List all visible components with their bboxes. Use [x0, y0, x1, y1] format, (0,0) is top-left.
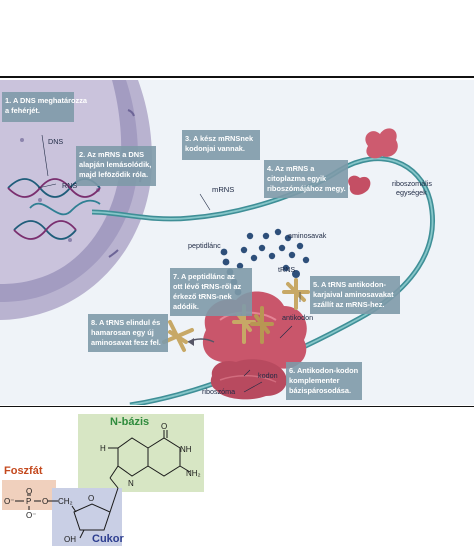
- label-dns: DNS: [48, 137, 63, 146]
- label-kodon: kodon: [258, 371, 278, 380]
- label-peptidlanc: peptidlánc: [188, 241, 221, 250]
- label-aminosavak: aminosavak: [288, 231, 327, 240]
- step-3-line-2: kodonjai vannak.: [185, 144, 245, 153]
- nucleus: [0, 80, 152, 320]
- step-4-line-2: citoplazma egyik: [267, 174, 327, 183]
- divider-bottom: [0, 406, 474, 407]
- nucleotide-structure: N-bázis Foszfát Cukor O H NH NH₂ N O O⁻: [0, 408, 474, 547]
- phosphate-bonds: [15, 494, 58, 510]
- blank-header-box: [0, 0, 474, 77]
- label-riboszomalis-2: egységek: [396, 188, 427, 197]
- label-trns: tRNS: [278, 265, 295, 274]
- atom-carbonyl-o: O: [161, 422, 167, 431]
- step-7-line-2: ott lévő tRNS-ről az: [173, 282, 241, 291]
- step-4-line-1: 4. Az mRNS a: [267, 164, 315, 173]
- step-box-7: 7. A peptidlánc az ott lévő tRNS-ről az …: [170, 268, 252, 316]
- atom-oh: OH: [64, 535, 76, 544]
- translation-diagram: 1. A DNS meghatározza a fehérjét. 2. Az …: [0, 80, 474, 405]
- label-antikodon: antikodon: [282, 313, 313, 322]
- trna-on-ribosome-2: [250, 306, 274, 344]
- trna-incoming: [282, 278, 310, 310]
- step-5-line-1: 5. A tRNS antikodon-: [313, 280, 386, 289]
- base-box: [78, 414, 204, 492]
- leader-lines: [37, 134, 301, 393]
- atom-p: P: [26, 497, 31, 506]
- sugar-box: [52, 488, 122, 546]
- atom-o-top: O: [26, 487, 32, 496]
- step-8-line-1: 8. A tRNS elindul és: [91, 318, 160, 327]
- step-box-8: 8. A tRNS elindul és hamarosan egy új am…: [88, 314, 168, 352]
- step-1-line-1: 1. A DNS meghatározza: [5, 96, 88, 105]
- atom-o-minus: O⁻: [26, 511, 36, 520]
- atom-o-left: O⁻: [4, 497, 14, 506]
- label-riboszomalis-1: riboszomális: [392, 179, 432, 188]
- label-rns: RNS: [62, 181, 77, 190]
- atom-nh: NH: [180, 445, 192, 454]
- step-2-line-2: alapján lemásolódik,: [79, 160, 151, 169]
- atom-nh2: NH₂: [186, 469, 201, 478]
- atom-n: N: [128, 479, 134, 488]
- step-7-line-4: adódik.: [173, 302, 199, 311]
- step-6-line-3: bázispárosodása.: [289, 386, 351, 395]
- step-6-line-1: 6. Antikodon-kodon: [289, 366, 359, 375]
- step-3-line-1: 3. A kész mRNSnek: [185, 134, 254, 143]
- step-box-2: 2. Az mRNS a DNS alapján lemásolódik, ma…: [76, 146, 156, 186]
- phosphate-title: Foszfát: [4, 465, 43, 477]
- label-mrns: mRNS: [212, 185, 234, 194]
- free-ribosome-subunits: [348, 128, 398, 195]
- amino-acid-cloud: [236, 228, 310, 272]
- atom-ch2: CH₂: [58, 497, 73, 506]
- step-1-line-2: a fehérjét.: [5, 106, 40, 115]
- base-title: N-bázis: [110, 416, 149, 428]
- step-5-line-2: karjaival aminosavakat: [313, 290, 394, 299]
- atom-h: H: [100, 444, 106, 453]
- step-box-6: 6. Antikodon-kodon komplementer bázispár…: [286, 362, 362, 400]
- atom-ring-o: O: [88, 494, 94, 503]
- step-box-1: 1. A DNS meghatározza a fehérjét.: [2, 92, 88, 122]
- step-2-line-1: 2. Az mRNS a DNS: [79, 150, 144, 159]
- step-box-3: 3. A kész mRNSnek kodonjai vannak.: [182, 130, 260, 160]
- step-7-line-3: érkező tRNS-nek: [173, 292, 233, 301]
- step-box-5: 5. A tRNS antikodon- karjaival aminosava…: [310, 276, 400, 314]
- label-riboszoma: riboszóma: [202, 387, 235, 396]
- step-8-line-3: aminosavat fesz fel.: [91, 338, 161, 347]
- step-box-4: 4. Az mRNS a citoplazma egyik riboszómáj…: [264, 160, 348, 198]
- step-6-line-2: komplementer: [289, 376, 340, 385]
- divider-top: [0, 77, 474, 78]
- step-5-line-3: szállít az mRNS-hez.: [313, 300, 384, 309]
- step-8-line-2: hamarosan egy új: [91, 328, 154, 337]
- phosphate-box: [2, 480, 56, 510]
- atom-o-link: O: [42, 497, 48, 506]
- amino-acid-on-trna: [292, 270, 300, 278]
- guanine-bonds: [108, 430, 191, 489]
- step-4-line-3: riboszómájához megy.: [267, 184, 346, 193]
- sugar-ring: [71, 487, 119, 539]
- step-2-line-3: majd leföződik róla.: [79, 170, 148, 179]
- step-7-line-1: 7. A peptidlánc az: [173, 272, 235, 281]
- trna-leaving: [162, 320, 194, 352]
- sugar-title: Cukor: [92, 533, 125, 545]
